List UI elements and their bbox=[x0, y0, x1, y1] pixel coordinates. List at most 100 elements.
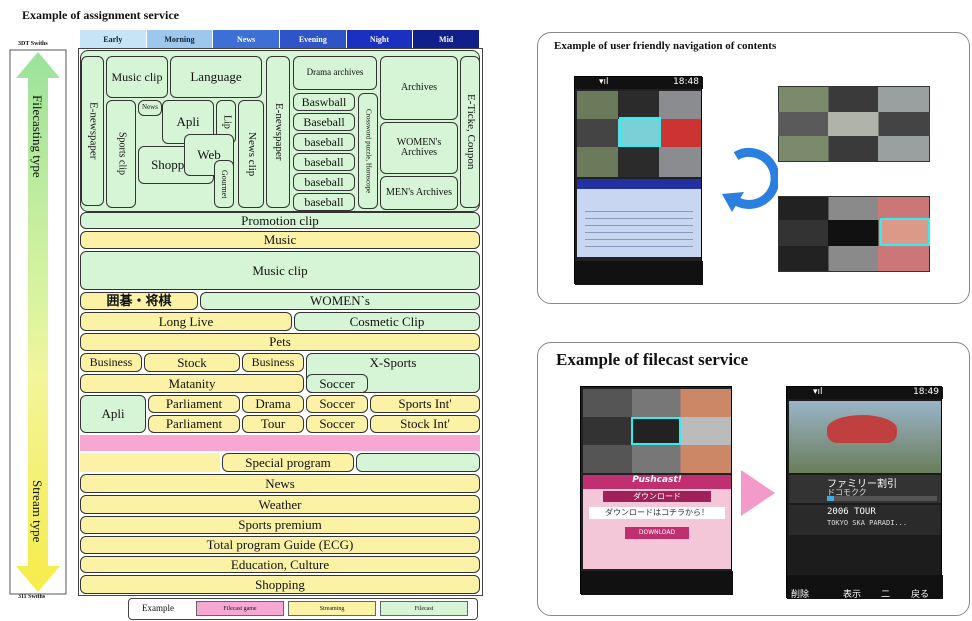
special-program-band bbox=[80, 453, 220, 472]
special-program: Special program bbox=[222, 453, 354, 472]
softkey-1[interactable]: 削除 bbox=[791, 590, 810, 600]
lip: Lip bbox=[216, 100, 236, 144]
igo-shogi: 囲碁・将棋 bbox=[80, 292, 198, 310]
file-row-1-sub: ドコモクク bbox=[827, 488, 867, 497]
long-live: Long Live bbox=[80, 312, 292, 331]
softkey-2[interactable]: 表示 bbox=[843, 590, 862, 600]
soccer-1: Soccer bbox=[306, 374, 368, 393]
business-1: Business bbox=[80, 353, 142, 372]
filecasting-type-label: Filecasting type bbox=[30, 95, 45, 178]
softkey-3[interactable]: 二 bbox=[881, 590, 891, 600]
soccer-3: Soccer bbox=[306, 415, 368, 433]
news: News bbox=[80, 474, 480, 493]
baseball-4: baseball bbox=[293, 153, 355, 171]
maternity: Matanity bbox=[80, 374, 304, 393]
progress-bar bbox=[827, 496, 937, 501]
filecast-title: Example of filecast service bbox=[556, 350, 749, 369]
download-text: ダウンロードはコチラから！ bbox=[589, 507, 725, 519]
music-clip-top: Music clip bbox=[106, 56, 168, 98]
enewspaper-left: E-newspaper bbox=[81, 56, 104, 206]
baseball-1: Baswball bbox=[293, 93, 355, 111]
soccer-2: Soccer bbox=[306, 395, 368, 413]
music: Music bbox=[80, 231, 480, 249]
phone-screen-1: ▾ıl 18:48 bbox=[574, 76, 703, 285]
archives: Archives bbox=[380, 56, 458, 120]
progress-fill bbox=[827, 496, 834, 501]
womens-archives: WOMEN's Archives bbox=[380, 122, 458, 174]
time-slot-news: News bbox=[213, 30, 280, 48]
pushcast-banner: Pushcast! bbox=[583, 475, 731, 489]
time-slot-evening: Evening bbox=[280, 30, 347, 48]
special-program-green bbox=[356, 453, 480, 472]
thumbnail-grid-top-row2 bbox=[778, 112, 930, 136]
enewspaper-right: E-newspaper bbox=[266, 56, 290, 208]
status-bar: ▾ıl 18:48 bbox=[575, 77, 703, 89]
file-row-1-title: ファミリー割引 bbox=[827, 479, 897, 490]
stock-int: Stock Int' bbox=[370, 415, 480, 433]
download-header: ダウンロード bbox=[603, 491, 711, 502]
pink-band bbox=[80, 435, 480, 451]
file-row-2-sub: TOKYO SKA PARADI... bbox=[827, 519, 908, 527]
mens-archives: MEN's Archives bbox=[380, 176, 458, 210]
drama-archives: Drama archives bbox=[293, 56, 377, 90]
thumbnail-row-3b bbox=[583, 417, 731, 445]
phone-screen-3: ▾ıl 18:49 ファミリー割引 ドコモクク 2006 TOUR TOKYO … bbox=[786, 386, 943, 600]
total-program-guide: Total program Guide (ECG) bbox=[80, 536, 480, 554]
clock-text: 18:48 bbox=[673, 77, 699, 87]
business-2: Business bbox=[242, 353, 304, 372]
time-slot-early: Early bbox=[80, 30, 147, 48]
next-arrow-icon bbox=[741, 470, 775, 516]
status-bar-3: ▾ıl 18:49 bbox=[787, 387, 943, 399]
stock: Stock bbox=[144, 353, 240, 372]
sports-premium: Sports premium bbox=[80, 516, 480, 534]
thumbnail-grid-bottom-row2 bbox=[778, 220, 930, 246]
info-panel-lines bbox=[585, 205, 693, 249]
baseball-2: Baseball bbox=[293, 113, 355, 131]
file-row-2-title: 2006 TOUR bbox=[827, 507, 876, 517]
mushroom-shape bbox=[827, 415, 897, 443]
pushcast-panel bbox=[583, 475, 731, 569]
stream-type-label: Stream type bbox=[30, 480, 45, 543]
file-row-2[interactable] bbox=[789, 505, 941, 535]
softkey-bar-3 bbox=[787, 575, 943, 599]
softkey-bar bbox=[575, 261, 703, 285]
download-button[interactable]: DOWNLOAD bbox=[625, 527, 689, 539]
signal-icon-3: ▾ıl bbox=[813, 387, 823, 397]
signal-icon: ▾ıl bbox=[599, 77, 609, 87]
legend-label: Example bbox=[142, 603, 174, 613]
navigation-title: Example of user friendly navigation of c… bbox=[554, 40, 777, 52]
selected-thumbnail-2[interactable] bbox=[880, 218, 930, 246]
cosmetic-clip: Cosmetic Clip bbox=[294, 312, 480, 331]
phone-screen-2: Pushcast! ダウンロード ダウンロードはコチラから！ DOWNLOAD bbox=[580, 386, 733, 595]
legend-streaming: Streaming bbox=[288, 601, 376, 616]
double-arrow-icon bbox=[9, 49, 67, 595]
softkey-4[interactable]: 戻る bbox=[911, 590, 930, 600]
baseball-5: baseball bbox=[293, 173, 355, 191]
softkey-bar-2 bbox=[581, 571, 733, 595]
legend-filecast: Filecast bbox=[380, 601, 468, 616]
apli-bottom: Apli bbox=[80, 395, 146, 433]
shopping: Shopping bbox=[80, 575, 480, 594]
time-slot-mid: Mid bbox=[413, 30, 480, 48]
promotion-clip: Promotion clip bbox=[80, 212, 480, 229]
tour: Tour bbox=[242, 415, 304, 433]
pets: Pets bbox=[80, 333, 480, 351]
weather: Weather bbox=[80, 495, 480, 514]
news-clip: News clip bbox=[238, 100, 264, 208]
selected-thumbnail[interactable] bbox=[619, 117, 661, 147]
eticket-coupon: E-Ticke, Coupon bbox=[460, 56, 480, 208]
assignment-title: Example of assignment service bbox=[22, 8, 179, 22]
refresh-arrow-icon bbox=[722, 146, 780, 216]
education-culture: Education, Culture bbox=[80, 556, 480, 573]
gourmet: Gourmet bbox=[214, 160, 234, 208]
crossword-horoscope: Crossword puzzle, Horoscope bbox=[358, 93, 378, 209]
news-small: News bbox=[138, 100, 162, 116]
time-slot-night: Night bbox=[346, 30, 414, 48]
sports-int: Sports Int' bbox=[370, 395, 480, 413]
selected-thumbnail-3[interactable] bbox=[631, 417, 681, 445]
side-type-arrow bbox=[8, 48, 68, 596]
womens: WOMEN`s bbox=[200, 292, 480, 310]
language: Language bbox=[170, 56, 262, 98]
sports-clip: Sports clip bbox=[106, 100, 136, 208]
clock-text-3: 18:49 bbox=[913, 387, 939, 397]
